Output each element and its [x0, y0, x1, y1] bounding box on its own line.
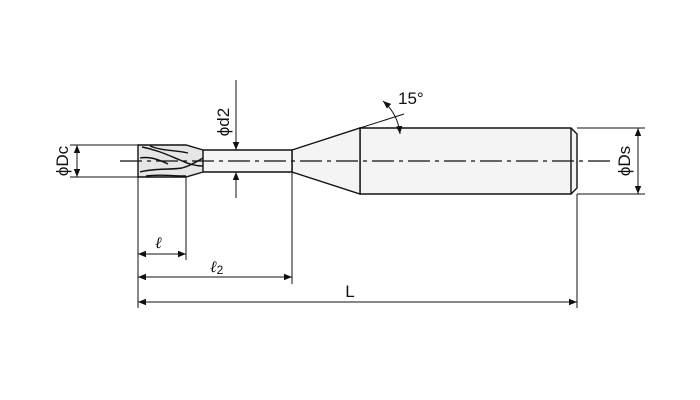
l2-label-main: ℓ [210, 257, 217, 276]
angle-dimension [359, 100, 405, 135]
ds-dimension [577, 127, 645, 195]
l2-label-sub: 2 [217, 263, 224, 277]
dc-label: ϕDc [53, 145, 72, 176]
l2-label: ℓ2 [210, 257, 224, 277]
d2-label: ϕd2 [214, 108, 233, 136]
angle-label: 15° [398, 89, 424, 108]
l-label: ℓ [155, 233, 162, 252]
flute-line-1 [141, 146, 204, 167]
flute-line-5 [139, 156, 169, 165]
overall-length-label: L [345, 282, 354, 301]
flute-line-2 [149, 145, 189, 154]
tool-body [137, 127, 578, 195]
l2-dimension [138, 172, 293, 284]
l-dimension [137, 177, 187, 308]
flute-line-4 [145, 174, 187, 177]
overall-length-dimension [138, 194, 578, 308]
ds-label: ϕDs [615, 146, 634, 176]
dc-dimension [70, 144, 138, 178]
